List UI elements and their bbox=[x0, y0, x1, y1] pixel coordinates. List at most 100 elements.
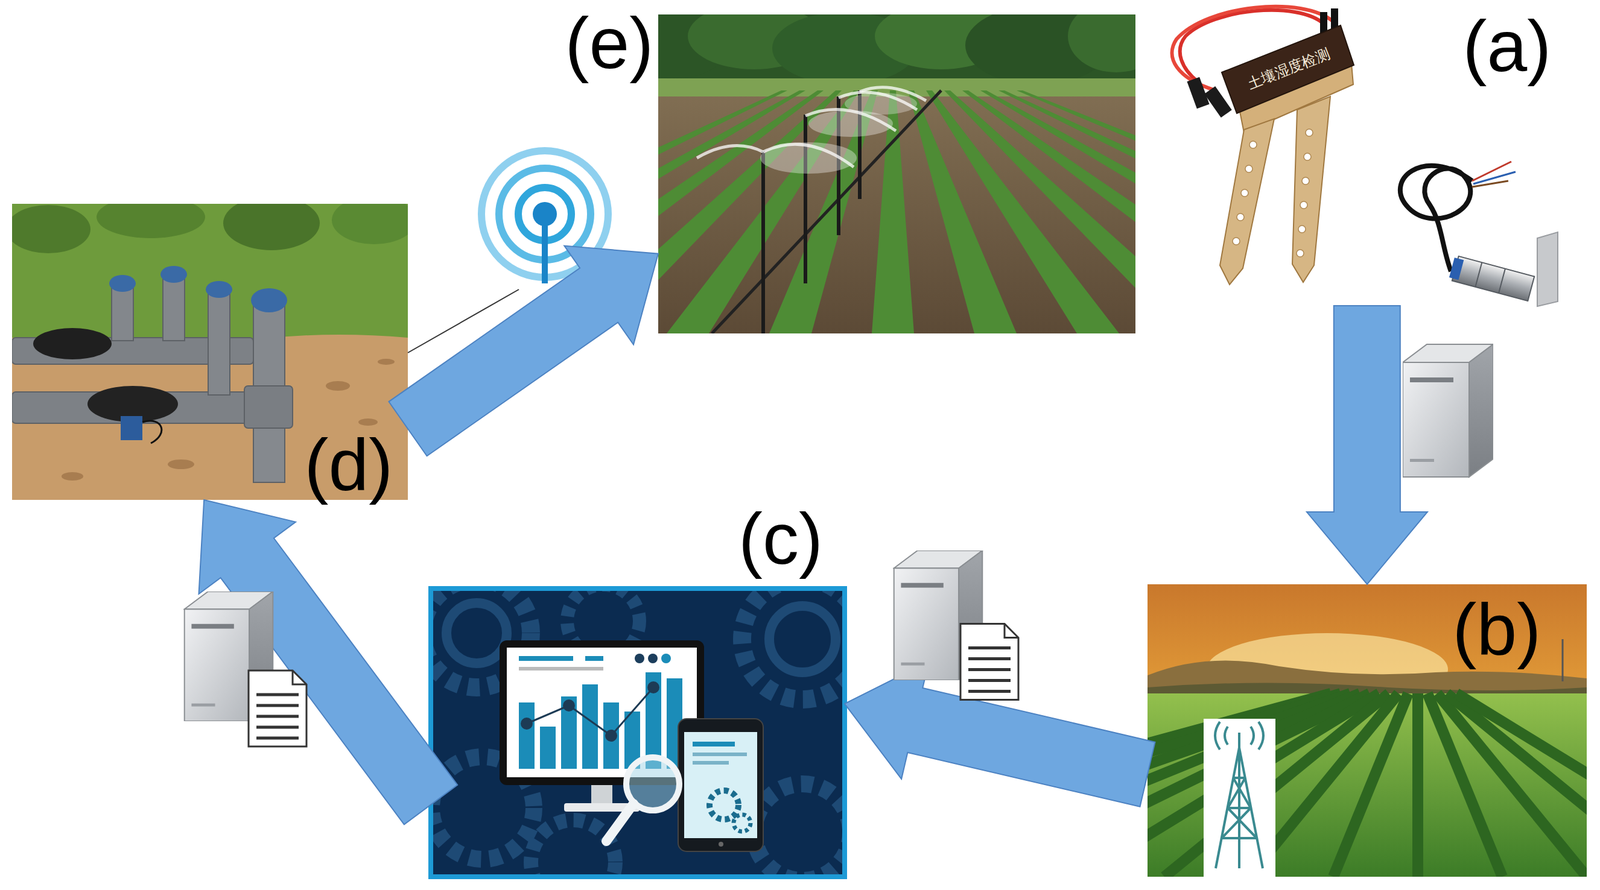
analytics-dashboard-image bbox=[678, 719, 764, 852]
valve-manifold-photo bbox=[250, 288, 288, 313]
valve-manifold-photo bbox=[325, 381, 350, 391]
crop-field-photo bbox=[1221, 808, 1251, 839]
analytics-dashboard-image bbox=[539, 726, 556, 770]
sprinkler-field-photo bbox=[1067, 14, 1136, 73]
valve-manifold-photo bbox=[223, 203, 320, 251]
panel-label: (e) bbox=[565, 6, 654, 80]
sensor-photos bbox=[1537, 232, 1558, 307]
sprinkler-field-photo bbox=[658, 90, 1136, 334]
sprinkler-field-photo bbox=[696, 146, 764, 159]
sensor-photos bbox=[1472, 180, 1509, 188]
valve-manifold-photo bbox=[162, 274, 185, 341]
valve-manifold-photo bbox=[331, 203, 408, 245]
document-icon bbox=[960, 624, 1019, 701]
photo-panel: (a) bbox=[1157, 10, 1582, 306]
crop-field-photo bbox=[1456, 693, 1587, 878]
analytics-dashboard-image bbox=[422, 579, 863, 890]
sensor-photos bbox=[1221, 25, 1354, 114]
valve-manifold-photo bbox=[12, 203, 408, 501]
sensor-photos bbox=[1400, 165, 1473, 272]
photo-panel: (c) bbox=[430, 588, 845, 878]
analytics-dashboard-image bbox=[585, 656, 604, 662]
crop-field-photo bbox=[1221, 837, 1257, 840]
analytics-dashboard-image bbox=[518, 667, 604, 671]
analytics-dashboard-image bbox=[446, 603, 507, 664]
crop-field-photo bbox=[1561, 639, 1564, 682]
sensor-photos bbox=[1452, 256, 1535, 302]
panel-label: (a) bbox=[1463, 9, 1552, 83]
analytics-dashboard-image bbox=[742, 588, 845, 700]
analytics-dashboard-image bbox=[634, 653, 645, 664]
crop-field-photo bbox=[1215, 722, 1220, 750]
crop-field-photo bbox=[1250, 726, 1254, 746]
sensor-photos bbox=[1475, 262, 1482, 288]
analytics-dashboard-image bbox=[430, 588, 845, 878]
valve-manifold-photo bbox=[12, 205, 91, 254]
panel-label: (b) bbox=[1452, 593, 1542, 666]
analytics-dashboard-image bbox=[530, 820, 616, 878]
analytics-dashboard-image bbox=[769, 606, 836, 673]
sprinkler-field-photo bbox=[760, 142, 857, 174]
valve-manifold-photo bbox=[167, 459, 195, 470]
crop-field-photo bbox=[1258, 722, 1264, 750]
valve-manifold-photo bbox=[120, 416, 143, 441]
analytics-dashboard-image bbox=[561, 696, 577, 770]
valve-manifold-photo bbox=[61, 472, 84, 481]
sensor-photos bbox=[1232, 237, 1240, 245]
analytics-dashboard-image bbox=[692, 742, 735, 747]
crop-field-photo bbox=[1333, 693, 1409, 878]
valve-manifold-photo bbox=[33, 328, 112, 360]
analytics-dashboard-image bbox=[605, 730, 618, 743]
crop-field-photo bbox=[1227, 807, 1251, 810]
analytics-dashboard-image bbox=[684, 732, 758, 839]
analytics-dashboard-image bbox=[733, 815, 751, 832]
crop-field-photo bbox=[1147, 584, 1587, 878]
valve-manifold-photo bbox=[244, 386, 293, 429]
document-icon bbox=[248, 670, 307, 747]
analytics-dashboard-image bbox=[692, 752, 747, 757]
analytics-dashboard-image bbox=[692, 761, 729, 766]
sprinkler-field-photo bbox=[711, 90, 942, 334]
analytics-dashboard-image bbox=[562, 699, 575, 712]
analytics-dashboard-image bbox=[591, 785, 613, 805]
sensor-photos bbox=[1448, 255, 1535, 302]
analytics-dashboard-image bbox=[518, 656, 574, 662]
panel-label: (d) bbox=[304, 428, 394, 501]
valve-manifold-photo bbox=[96, 203, 206, 239]
sensor-photos bbox=[1204, 86, 1232, 118]
analytics-dashboard-image bbox=[647, 681, 660, 694]
valve-manifold-photo bbox=[358, 418, 378, 426]
sensor-photos bbox=[1296, 249, 1304, 258]
analytics-dashboard-image bbox=[582, 684, 598, 770]
sensor-photos bbox=[1219, 118, 1275, 285]
analytics-dashboard-image bbox=[647, 653, 658, 664]
sensor-photos bbox=[1298, 225, 1306, 233]
sprinkler-field-photo bbox=[844, 92, 918, 115]
analytics-dashboard-image bbox=[518, 702, 535, 770]
sprinkler-field-photo bbox=[907, 90, 1017, 334]
analytics-dashboard-image bbox=[603, 702, 620, 770]
sprinkler-field-photo bbox=[926, 90, 1120, 334]
sensor-photos bbox=[1498, 269, 1506, 294]
analytics-dashboard-image bbox=[520, 681, 660, 743]
photo-panel: (b) bbox=[1147, 584, 1587, 878]
sensor-photos bbox=[1245, 165, 1253, 173]
crop-field-photo bbox=[1203, 719, 1276, 878]
sensor-photos bbox=[1305, 129, 1313, 137]
crop-field-photo bbox=[1238, 733, 1241, 869]
sprinkler-field-photo bbox=[1016, 90, 1136, 334]
sensor-photos bbox=[1301, 177, 1310, 185]
analytics-dashboard-image bbox=[518, 672, 683, 770]
sensor-photos bbox=[1449, 257, 1464, 280]
sensor-photos bbox=[1241, 189, 1249, 197]
crop-field-photo bbox=[1412, 693, 1424, 878]
photo-panel: (d) bbox=[12, 203, 408, 501]
analytics-dashboard-image bbox=[526, 687, 654, 737]
server-icon bbox=[1402, 344, 1494, 478]
sprinkler-field-photo bbox=[803, 114, 808, 284]
sensor-photos bbox=[1172, 6, 1558, 307]
sensor-photos bbox=[1303, 153, 1312, 161]
sensor-photos bbox=[1292, 96, 1331, 283]
